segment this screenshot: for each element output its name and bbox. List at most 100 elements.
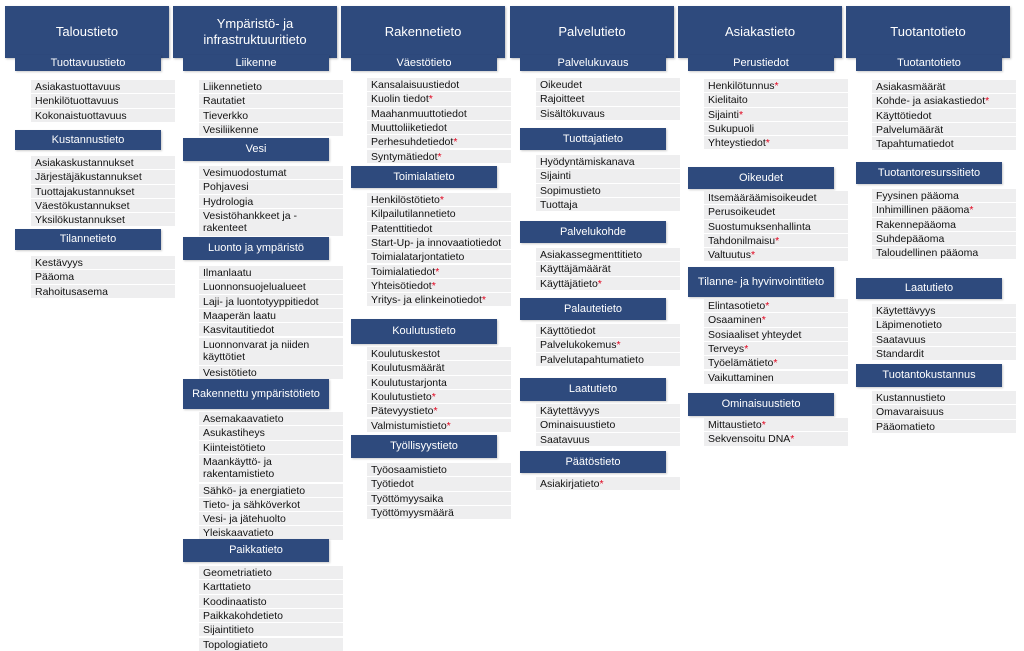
item-label: Terveys	[708, 342, 745, 355]
item-label: Osaaminen	[708, 314, 762, 327]
required-marker: *	[437, 150, 442, 163]
item-label: Ominaisuustieto	[540, 419, 616, 432]
section-header: Koulutustieto	[351, 319, 497, 344]
item-label: Kielitaito	[708, 94, 748, 107]
column-header: Asiakastieto	[678, 6, 842, 58]
section-header: Väestötieto	[351, 55, 497, 71]
item-label: Ilmanlaatu	[203, 267, 252, 279]
item-label: Sosiaaliset yhteydet	[708, 328, 802, 341]
list-item: Pääoma	[31, 270, 175, 284]
section-header: Kustannustieto	[15, 130, 161, 150]
item-label: Pätevyystieto	[371, 405, 434, 418]
list-item: Asemakaavatieto	[199, 412, 343, 426]
item-label: Käytettävyys	[876, 305, 936, 317]
list-item: Käyttäjätieto*	[536, 276, 680, 290]
list-item: Rahoitusasema	[31, 284, 175, 298]
section-header: Päätöstieto	[520, 451, 666, 473]
list-item: Työttömyysaika	[367, 491, 511, 505]
list-item: Tahdonilmaisu*	[704, 233, 848, 248]
item-label: Tahdonilmaisu	[708, 234, 776, 247]
required-marker: *	[773, 357, 778, 370]
item-label: Tapahtumatiedot	[876, 138, 954, 151]
list-item: Saatavuus	[872, 332, 1016, 346]
item-label: Toimialatarjontatieto	[371, 251, 465, 264]
item-label: Vesistötieto	[203, 367, 257, 380]
item-label: Yksilökustannukset	[35, 214, 125, 227]
list-item: Omavaraisuus	[872, 405, 1016, 419]
item-label: Perhesuhdetiedot	[371, 136, 454, 149]
item-label: Sukupuoli	[708, 122, 755, 135]
list-item: Asiakaskustannukset	[31, 156, 175, 170]
list-item: Käyttötiedot	[872, 108, 1016, 122]
item-label: Sekvensoitu DNA	[708, 433, 791, 446]
required-marker: *	[761, 314, 766, 327]
item-label: Koulutuskestot	[371, 348, 440, 360]
required-marker: *	[435, 265, 440, 278]
required-marker: *	[431, 390, 436, 403]
item-label: Standardit	[876, 347, 924, 360]
item-label: Taloudellinen pääoma	[876, 247, 979, 260]
item-label: Asukastiheys	[203, 427, 265, 440]
item-label: Asiakirjatieto	[540, 478, 600, 490]
list-item: Rajoitteet	[536, 92, 680, 106]
section-header: Tilanne- ja hyvinvointitieto	[688, 267, 834, 297]
list-item: Asiakirjatieto*	[536, 477, 680, 491]
list-item: Yritys- ja elinkeinotiedot*	[367, 293, 511, 307]
item-label: Vesi- ja jätehuolto	[203, 513, 286, 526]
list-item: Palvelukokemus*	[536, 338, 680, 352]
list-item: Hydrologia	[199, 194, 343, 208]
section-header: Tilannetieto	[15, 229, 161, 250]
list-item: Koulutustieto*	[367, 389, 511, 404]
item-label: Työelämätieto	[708, 357, 774, 370]
item-label: Kohde- ja asiakastiedot	[876, 95, 986, 108]
list-item: Patenttitiedot	[367, 221, 511, 235]
item-label: Koodinaatisto	[203, 595, 267, 608]
list-item: Inhimillinen pääoma*	[872, 203, 1016, 217]
list-item: Tieverkko	[199, 108, 343, 122]
required-marker: *	[599, 478, 604, 490]
item-label: Luonnonsuojelualueet	[203, 281, 306, 294]
item-label: Kokonaistuottavuus	[35, 109, 127, 122]
list-item: Kustannustieto	[872, 391, 1016, 405]
item-label: Saatavuus	[540, 433, 590, 446]
item-label: Kansalaisuustiedot	[371, 79, 460, 91]
item-label: Liikennetieto	[203, 81, 262, 93]
item-label: Tuottaja	[540, 198, 578, 211]
required-marker: *	[597, 277, 602, 290]
item-label: Järjestäjäkustannukset	[35, 171, 142, 184]
item-label: Tuottajakustannukset	[35, 185, 135, 198]
list-item: Perhesuhdetiedot*	[367, 135, 511, 149]
item-label: Kasvitautitiedot	[203, 324, 275, 337]
list-item: Saatavuus	[536, 432, 680, 446]
list-item: Palvelutapahtumatieto	[536, 352, 680, 366]
item-label: Perusoikeudet	[708, 206, 776, 219]
item-label: Henkilötunnus	[708, 80, 775, 92]
list-item: Kuolin tiedot*	[367, 92, 511, 106]
list-item: Sekvensoitu DNA*	[704, 432, 848, 446]
item-label: Pääomatieto	[876, 420, 935, 433]
list-item: Koodinaatisto	[199, 594, 343, 608]
item-label: Yritys- ja elinkeinotiedot	[371, 294, 482, 307]
item-label: Sisältökuvaus	[540, 107, 605, 120]
item-label: Kestävyys	[35, 257, 83, 269]
list-item: Vesistöhankkeet ja -rakenteet	[199, 208, 343, 237]
list-item: Työelämätieto*	[704, 356, 848, 370]
required-marker: *	[453, 136, 458, 149]
column-header: Palvelutieto	[510, 6, 674, 58]
list-item: Käytettävyys	[872, 304, 1016, 318]
list-item: Sijainti	[536, 169, 680, 183]
list-item: Osaaminen*	[704, 313, 848, 327]
section-header: Palautetieto	[520, 298, 666, 320]
item-label: Inhimillinen pääoma	[876, 204, 970, 217]
list-item: Laji- ja luontotyyppitiedot	[199, 294, 343, 308]
list-item: Valtuutus*	[704, 248, 848, 262]
list-item: Kilpailutilannetieto	[367, 207, 511, 221]
list-item: Kokonaistuottavuus	[31, 108, 175, 122]
section-header: Laatutieto	[520, 378, 666, 401]
list-item: Karttatieto	[199, 580, 343, 594]
item-label: Yhteisötiedot	[371, 279, 432, 292]
list-item: Yhteystiedot*	[704, 136, 848, 150]
item-label: Maahanmuuttotiedot	[371, 107, 467, 120]
list-item: Henkilötunnus*	[704, 79, 848, 93]
item-label: Väestökustannukset	[35, 199, 130, 212]
